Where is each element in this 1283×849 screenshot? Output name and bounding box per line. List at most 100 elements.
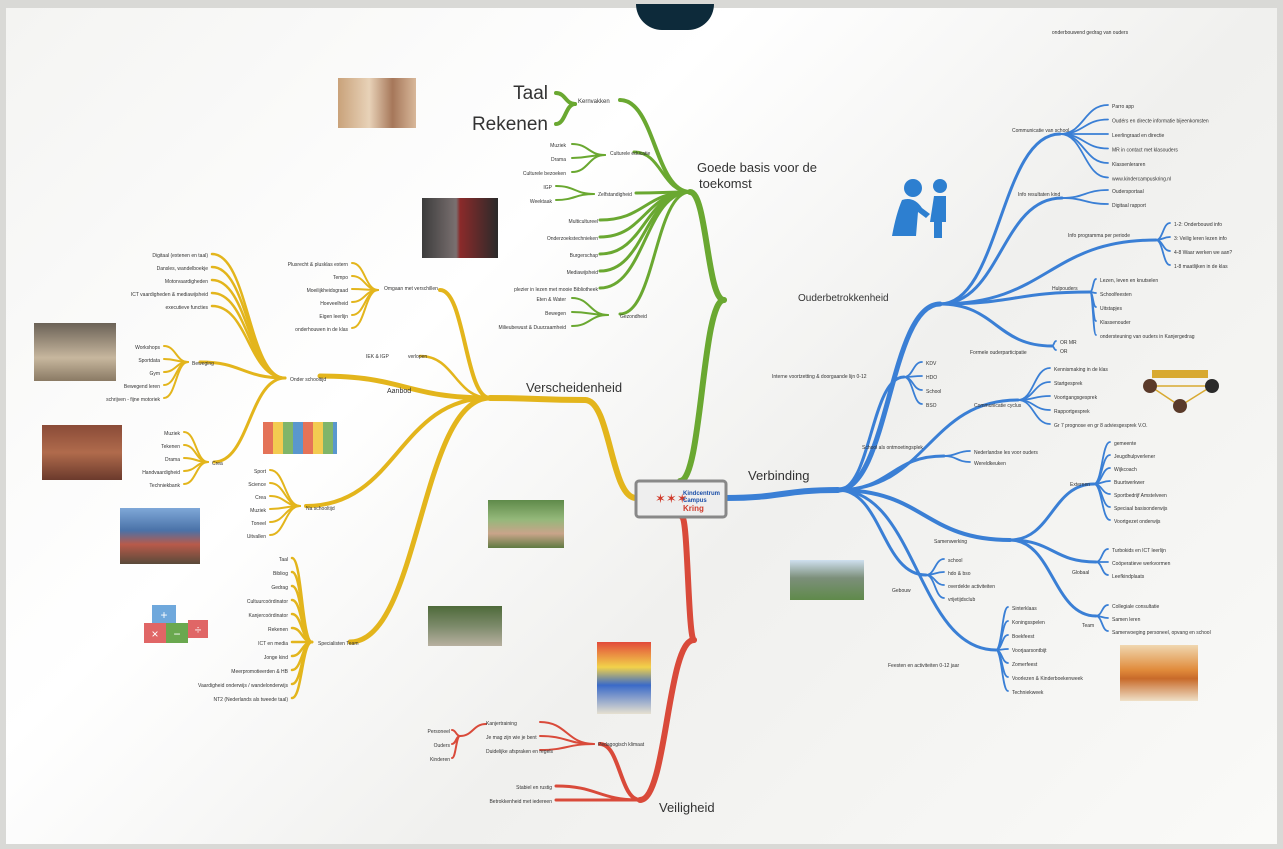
- aanbod-label: Aanbod: [387, 388, 411, 395]
- kanjer-item: Kinderen: [430, 757, 450, 763]
- math-blocks-icon: + × − ÷: [144, 605, 208, 643]
- red-single-label: Betrokkenheid met iedereen: [489, 799, 552, 805]
- beweging-child-link: [163, 361, 189, 399]
- green-title: Goede basis voor de: [697, 160, 817, 175]
- zelf-item: IGP: [543, 185, 552, 191]
- zelf-label: Zelfstandigheid: [598, 192, 632, 198]
- c-link: [571, 143, 606, 156]
- onder-item: Dansles, wandelboekje: [157, 266, 209, 272]
- specialisten-child-link: [290, 640, 314, 700]
- communicatie-link: [938, 132, 1062, 306]
- team-link: [1008, 538, 1098, 618]
- yellow-trunk: [582, 397, 639, 501]
- info-groep-child-link: [1155, 239, 1171, 266]
- photo-aerial-school: [428, 606, 502, 646]
- omgaan-item: Plusrecht & plusklas extern: [288, 262, 349, 268]
- info-groep-item: 4-8 Waar werken we aan?: [1174, 250, 1232, 256]
- kanjer-link: [459, 723, 487, 737]
- omgaan-item: Moeilijkheidsgraad: [307, 288, 349, 294]
- crea-item: Tekenen: [161, 444, 180, 450]
- culturele-link: [632, 150, 692, 194]
- cyclus-label: Communicatie cyclus: [974, 403, 1022, 409]
- info-kind-label: Info resultaten kind: [1018, 192, 1060, 198]
- communicatie-child-link: [1059, 133, 1109, 179]
- ouder-title: Ouderbetrokkenheid: [798, 293, 889, 304]
- team-item: Samen leren: [1112, 617, 1141, 623]
- specialisten-label: Specialisten Team: [318, 641, 359, 647]
- specialisten-item: Cultuurcoördinator: [247, 599, 288, 605]
- onder-child-link: [210, 252, 287, 380]
- specialisten-item: Rekenen: [268, 627, 288, 633]
- school-child-link: [943, 455, 971, 463]
- externen-item: Buurtwerkwer: [1114, 480, 1145, 486]
- interne-label: Interne voortzetting & doorgaande lijn 0…: [772, 374, 867, 380]
- communicatie-item: Leerlingraad en directie: [1112, 133, 1164, 139]
- info-kind-child-link: [1061, 197, 1109, 205]
- beweging-item: Gym: [149, 371, 160, 377]
- interne-child-link: [903, 361, 923, 378]
- team-child-link: [1095, 615, 1109, 632]
- feesten-child-link: [995, 649, 1009, 692]
- school-label: School als ontmoetingsplek: [862, 445, 923, 451]
- cyclus-item: Startgesprek: [1054, 381, 1083, 387]
- specialisten-item: Gedrag: [271, 585, 288, 591]
- externen-item: gemeente: [1114, 441, 1136, 447]
- helpen-item: Lezen, leven en knutselen: [1100, 278, 1158, 284]
- kernvakken-link: [618, 98, 692, 194]
- photo-poster-dark: [422, 198, 498, 258]
- verscheidenheid-title: Verscheidenheid: [526, 380, 622, 395]
- z-link: [555, 193, 595, 201]
- helpen-item: ondersteuning van ouders in Kanjergedrag: [1100, 334, 1195, 340]
- formele-label: Formele ouderparticipatie: [970, 350, 1027, 356]
- helpen-item: Schoolfeesten: [1100, 292, 1132, 298]
- onder-item: Digitaal (extenen en taal): [152, 253, 208, 259]
- svg-text:×: ×: [151, 627, 158, 641]
- globaal-item: Leefkindplaats: [1112, 574, 1145, 580]
- veiligheid-title: Veiligheid: [659, 800, 715, 815]
- specialisten-item: Taal: [279, 557, 288, 563]
- specialisten-item: Kanjercoördinator: [249, 613, 289, 619]
- info-kind-child-link: [1061, 189, 1109, 199]
- helpen-child-link: [1089, 278, 1097, 293]
- communicatie-item: Klassenleraren: [1112, 162, 1146, 168]
- feesten-item: Zomerfeest: [1012, 662, 1038, 668]
- externen-child-link: [1093, 483, 1111, 521]
- rekenen-link: [554, 102, 577, 126]
- kanjer-child-link: [451, 735, 461, 759]
- na-item: Muziek: [250, 508, 266, 514]
- globaal-child-link: [1095, 548, 1109, 563]
- corner-note: onderbouwend gedrag van ouders: [1052, 30, 1129, 36]
- green-single-label: Mediawijsheid: [567, 270, 599, 276]
- taal-label: Taal: [513, 83, 548, 104]
- cultuur-item: Muziek: [550, 143, 566, 149]
- info-kind-item: Digitaal rapport: [1112, 203, 1147, 209]
- specialisten-item: NT2 (Nederlands als tweede taal): [214, 697, 289, 703]
- cyclus-item: Rapportgesprek: [1054, 409, 1090, 415]
- feesten-item: Voorlezen & Kinderboekenweek: [1012, 676, 1083, 682]
- info-groep-item: 1-8 maatlijken in de klas: [1174, 264, 1228, 270]
- onder-label: Onder schooltijd: [290, 377, 326, 383]
- gezond-item: Bewegen: [545, 311, 566, 317]
- na-item: Sport: [254, 469, 267, 475]
- green-single-label: plezier in lezen met mooie Bibliotheek: [514, 287, 598, 293]
- beweging-item: Sportdata: [138, 358, 160, 364]
- team-item: Collegiale consultatie: [1112, 604, 1159, 610]
- na-child-link: [269, 505, 301, 536]
- communicatie-item: MR in contact met klasouders: [1112, 148, 1178, 154]
- specialisten-item: ICT en media: [258, 641, 288, 647]
- onder-item: executieve functies: [165, 305, 208, 311]
- cultuur-item: Drama: [551, 157, 566, 163]
- green-single-link: [598, 190, 692, 273]
- omgaan-label: Omgaan met verschillen: [384, 286, 438, 292]
- photo-school-building: [790, 560, 864, 600]
- info-kind-link: [938, 196, 1064, 306]
- svg-text:÷: ÷: [195, 623, 202, 637]
- red-single-label: Stabiel en rustig: [516, 785, 552, 791]
- formele-link: [938, 302, 1054, 348]
- kanjer-child-link: [451, 729, 461, 737]
- cyclus-item: Gr 7 prognose en gr 8 adviesgesprek V.O.: [1054, 423, 1147, 429]
- na-link: [304, 396, 492, 508]
- green-single-link: [598, 190, 692, 290]
- interne-item: HDO: [926, 375, 937, 381]
- photo-classroom: [42, 425, 122, 480]
